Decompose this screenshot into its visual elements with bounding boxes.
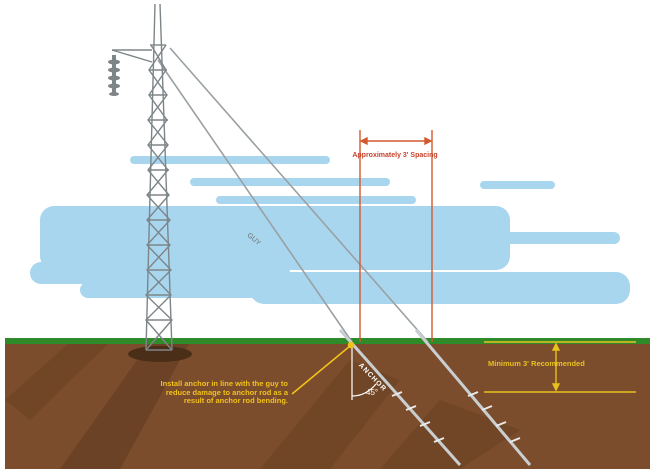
ground (5, 338, 650, 469)
minimum-depth-label: Minimum 3' Recommended (488, 359, 585, 368)
angle-label: 45° (366, 388, 379, 397)
install-note-pointer (291, 341, 355, 395)
spacing-indicator (359, 130, 433, 342)
install-note: Install anchor in line with the guy to r… (160, 379, 288, 406)
angle-marker (351, 344, 377, 400)
lattice-tower (111, 3, 173, 351)
clouds (30, 156, 630, 304)
anchor-helix-marks (391, 391, 521, 443)
minimum-depth-indicator (484, 341, 636, 393)
guy-wires (157, 47, 429, 343)
insulator-string (108, 55, 120, 96)
spacing-label: Approximately 3' Spacing (352, 152, 438, 159)
grass-line (5, 338, 650, 344)
